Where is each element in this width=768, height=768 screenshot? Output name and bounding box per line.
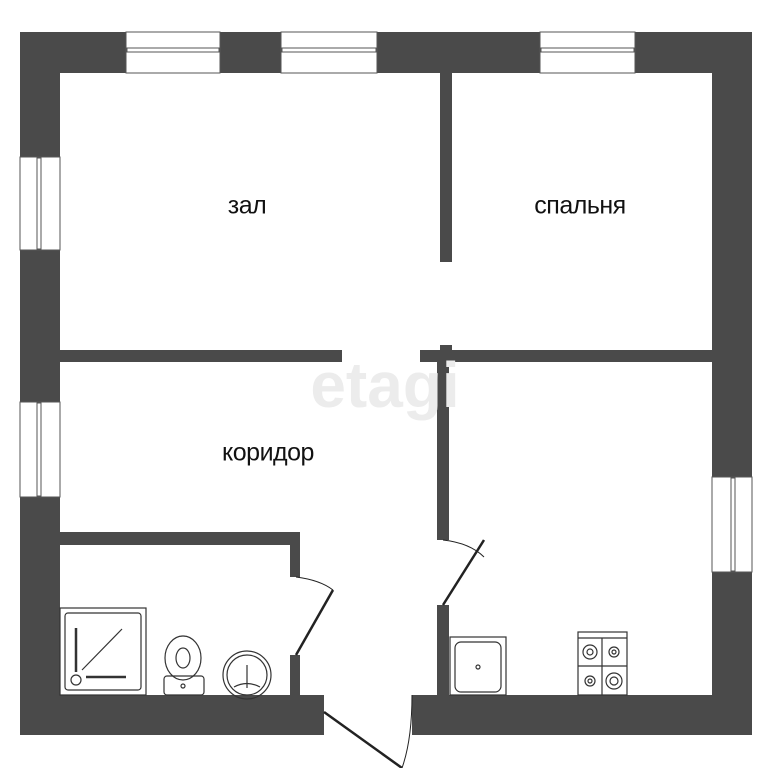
window [539, 31, 636, 74]
kitchen-sink-icon [449, 636, 507, 696]
washbasin-icon [222, 650, 272, 700]
wall-hallway-kitchen-lower [437, 605, 449, 695]
kitchen-door [441, 539, 486, 606]
wall-left [20, 32, 60, 735]
window [19, 156, 61, 251]
bathroom-door [294, 576, 335, 656]
window [19, 401, 61, 498]
wall-living-bedroom [440, 73, 452, 262]
wall-right [712, 32, 752, 735]
watermark: etagi [310, 349, 460, 421]
wall-bottom-left [20, 695, 324, 735]
window [711, 476, 753, 573]
wall-hallway-kitchen-upper [437, 350, 449, 540]
room-label-bedroom: спальня [534, 191, 626, 220]
wall-bathroom-side-upper [290, 532, 300, 577]
shower-icon [59, 607, 147, 696]
wall-living-hallway [60, 350, 342, 362]
window [280, 31, 378, 74]
doors [294, 539, 486, 768]
stove-icon [577, 631, 628, 696]
walls [20, 32, 752, 735]
fixtures [59, 607, 628, 700]
wall-bathroom-side-lower [290, 655, 300, 695]
room-label-hallway: коридор [222, 438, 314, 467]
room-label-living-room: зал [227, 191, 267, 220]
window [125, 31, 221, 74]
wall-bedroom-kitchen [420, 350, 712, 362]
wall-bathroom-top [60, 532, 300, 545]
entry-door [323, 694, 413, 768]
wall-bottom-right [412, 695, 752, 735]
toilet-icon [163, 635, 205, 696]
windows [19, 31, 753, 573]
